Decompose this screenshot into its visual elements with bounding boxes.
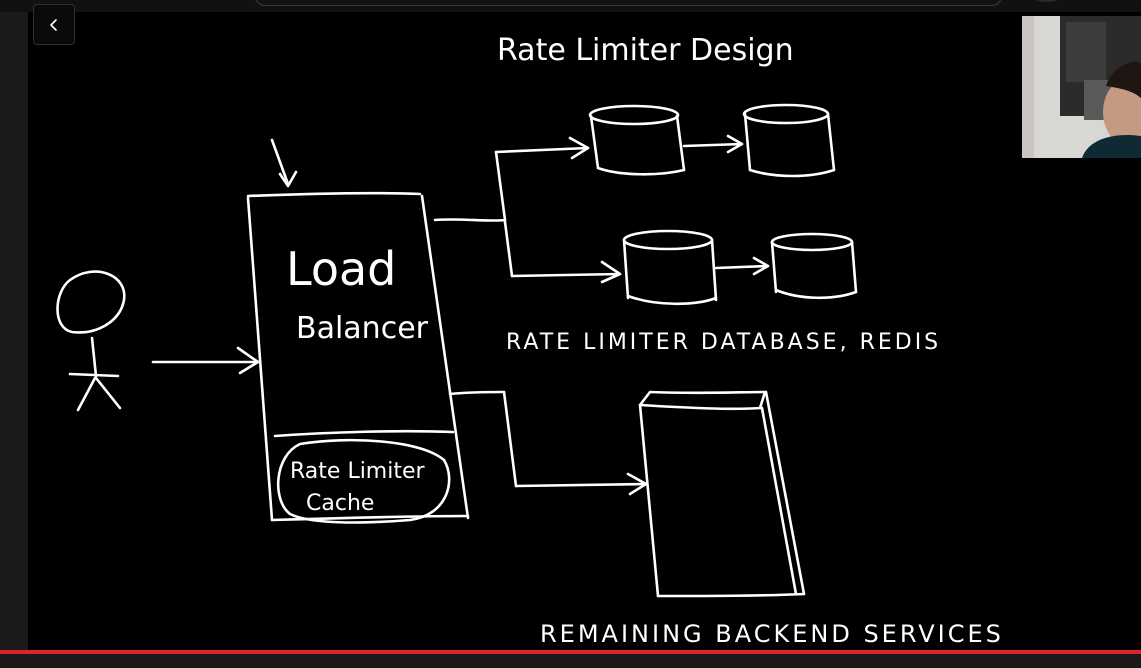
redis-db-2 (742, 103, 836, 178)
redis-db-1 (588, 104, 686, 176)
diagram-title: Rate Limiter Design (497, 33, 794, 68)
back-button[interactable] (33, 4, 75, 45)
playback-progress-bar[interactable] (0, 650, 1141, 654)
user-stick-figure (56, 270, 126, 412)
redis-db-4 (770, 232, 858, 300)
connector-lb-to-databases (433, 136, 622, 284)
webcam-overlay (1022, 16, 1141, 158)
rate-limiter-cache-outline (276, 438, 451, 524)
load-balancer-box (246, 191, 470, 522)
backend-services-box (638, 390, 806, 598)
arrow-db1-to-db2 (682, 134, 744, 154)
whiteboard (28, 12, 1141, 652)
connector-lb-to-backend (448, 390, 648, 496)
chevron-left-icon (50, 18, 57, 31)
load-balancer-label-line2: Balancer (296, 311, 429, 346)
arrow-db3-to-db4 (714, 256, 770, 276)
presenter-webcam-image (1022, 16, 1141, 158)
arrow-user-to-load-balancer (151, 346, 260, 375)
avatar-edge[interactable] (1030, 0, 1064, 2)
incoming-arrow-marker (270, 138, 298, 188)
redis-db-3 (622, 229, 718, 306)
top-bar (0, 0, 1141, 12)
database-caption: RATE LIMITER DATABASE, REDIS (506, 330, 941, 355)
load-balancer-label-line1: Load (286, 242, 396, 296)
backend-caption: REMAINING BACKEND SERVICES (540, 620, 1004, 648)
cache-label-line2: Cache (306, 491, 374, 516)
cache-label-line1: Rate Limiter (290, 459, 426, 484)
player-controls-edge (0, 654, 1141, 668)
